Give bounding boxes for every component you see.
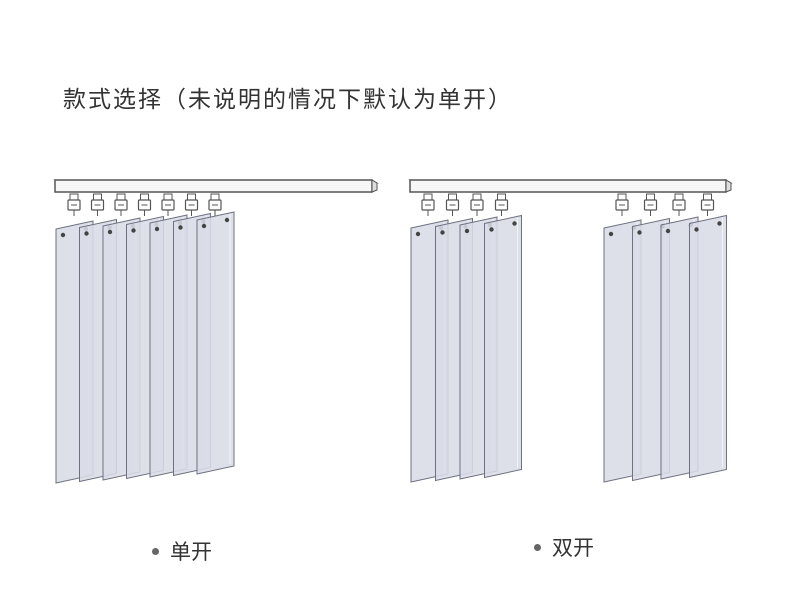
curtain-track [54, 179, 373, 193]
hanger-clip [672, 193, 686, 216]
hanger-clip [208, 193, 222, 216]
option-double-open-label: 双开 [552, 536, 594, 560]
hanger-clip [470, 193, 484, 216]
option-single-open[interactable]: 单开 [152, 536, 212, 566]
track-end [371, 179, 378, 193]
option-single-open-label: 单开 [170, 540, 212, 564]
blind-panel [196, 211, 235, 475]
curtain-track [409, 179, 727, 193]
hanger-clip [494, 193, 509, 216]
curtain-diagrams [53, 179, 733, 484]
hanger-clip [114, 193, 128, 216]
hanger-clip [137, 193, 152, 216]
bullet-icon [152, 547, 159, 555]
hanger-clip [445, 193, 460, 216]
bullet-icon [534, 543, 541, 551]
blind-panel [689, 214, 727, 479]
track-end [725, 179, 732, 193]
single-open-diagram [53, 179, 379, 484]
option-double-open[interactable]: 双开 [534, 532, 594, 562]
hanger-clip [184, 193, 199, 216]
hanger-clip [643, 193, 658, 216]
page-heading: 款式选择（未说明的情况下默认为单开） [63, 87, 513, 113]
hanger-clip [615, 193, 629, 216]
hanger-clip [421, 193, 435, 216]
hanger-clip [161, 193, 175, 216]
blind-panel [484, 214, 522, 479]
hanger-clip [90, 193, 105, 216]
hanger-clip [67, 193, 81, 216]
double-open-diagram [408, 179, 733, 483]
hanger-clip [700, 193, 715, 216]
